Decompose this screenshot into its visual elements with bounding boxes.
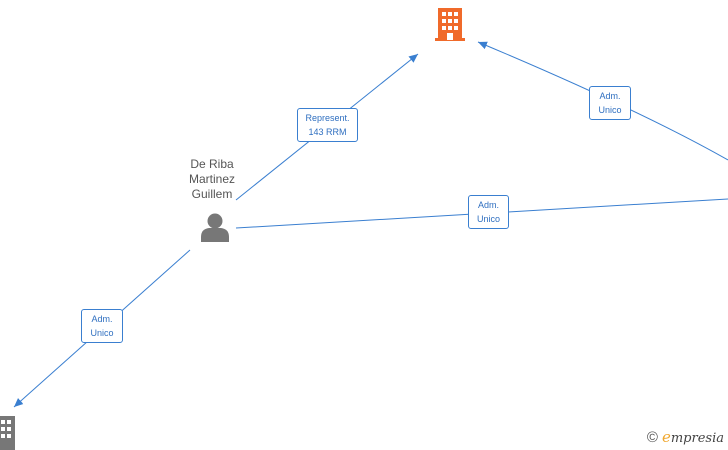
edge-label-adm-unico-middle[interactable]: Adm. Unico <box>468 195 509 229</box>
brand-e: e <box>661 428 671 446</box>
edge-label-represent[interactable]: Represent. 143 RRM <box>297 108 358 142</box>
building-icon[interactable] <box>435 8 465 41</box>
edge-label-adm-unico-top-right[interactable]: Adm. Unico <box>589 86 631 120</box>
building-icon[interactable] <box>0 416 15 450</box>
brand-rest: mpresia <box>670 431 724 446</box>
edge-label-adm-unico-bottom[interactable]: Adm. Unico <box>81 309 123 343</box>
person-icon[interactable] <box>201 213 229 243</box>
person-name-label[interactable]: De Riba Martinez Guillem <box>188 157 235 201</box>
copyright-symbol: © <box>646 429 658 446</box>
empresia-logo: ©empresia <box>647 428 724 446</box>
